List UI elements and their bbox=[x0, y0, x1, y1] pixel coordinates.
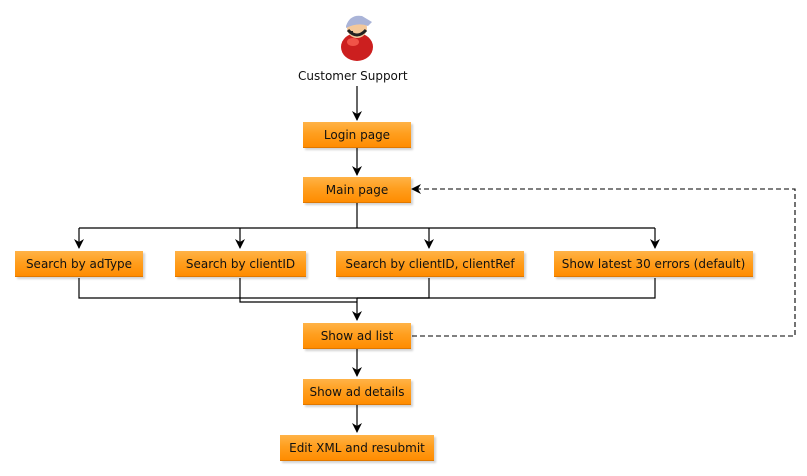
edge-adlist-back-to-main bbox=[411, 184, 796, 337]
node-search-by-clientid-clientref: Search by clientID, clientRef bbox=[336, 251, 524, 277]
node-show-latest-errors: Show latest 30 errors (default) bbox=[554, 251, 753, 277]
node-show-ad-list: Show ad list bbox=[303, 323, 411, 349]
customer-support-person-icon bbox=[341, 15, 373, 61]
node-login-page: Login page bbox=[303, 122, 411, 148]
node-main-page: Main page bbox=[303, 177, 411, 203]
node-search-by-clientid: Search by clientID bbox=[175, 251, 306, 277]
node-edit-xml-resubmit: Edit XML and resubmit bbox=[280, 435, 434, 461]
node-search-by-adtype: Search by adType bbox=[15, 251, 143, 277]
actor-label: Customer Support bbox=[298, 69, 408, 83]
edges-searches-to-adlist bbox=[78, 278, 656, 321]
node-show-ad-details: Show ad details bbox=[303, 379, 411, 405]
edges-main-to-searches bbox=[74, 203, 660, 249]
